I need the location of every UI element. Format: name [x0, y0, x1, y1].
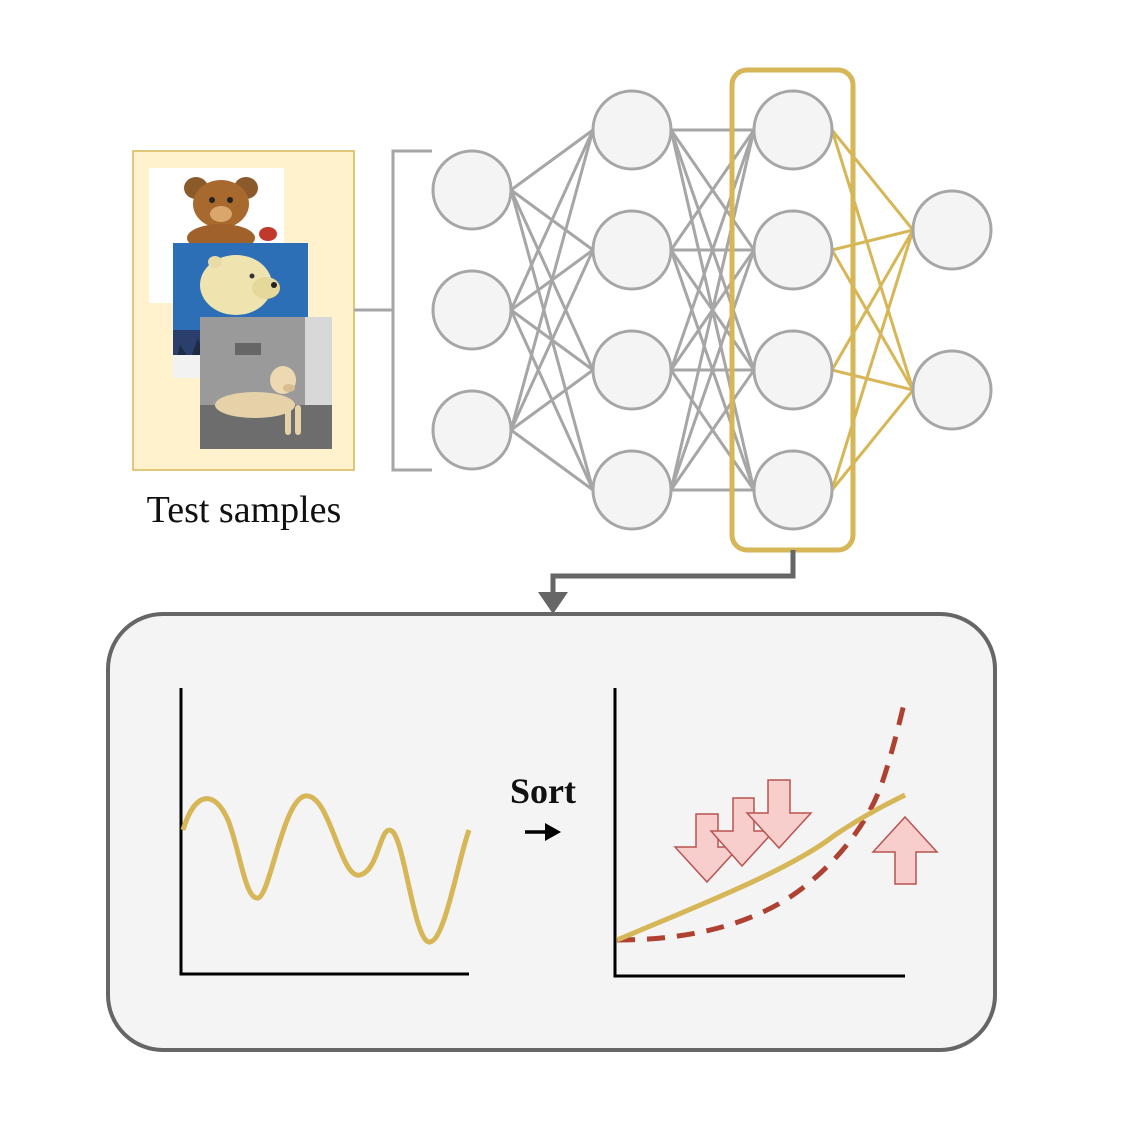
- network-edge: [669, 369, 756, 491]
- network-edge: [830, 229, 915, 491]
- network-node: [911, 189, 993, 271]
- network-edge: [831, 368, 914, 392]
- network-node: [431, 269, 513, 351]
- test-samples-label: Test samples: [147, 489, 342, 531]
- down-arrow-icon: [673, 813, 741, 884]
- network-edge: [830, 129, 915, 391]
- network-node: [591, 449, 673, 531]
- network-node: [911, 349, 993, 431]
- up-arrow-icon: [871, 815, 939, 885]
- network-node: [752, 89, 834, 171]
- network-edge: [509, 129, 595, 311]
- network-nodes: [431, 89, 993, 531]
- unsorted-activation-plot: [179, 688, 472, 976]
- sorted-plot-axes: [613, 688, 905, 978]
- input-bracket: [354, 149, 432, 472]
- network-edge: [510, 128, 594, 192]
- network-edges: [509, 128, 915, 492]
- network-edge: [830, 229, 915, 371]
- network-edge: [669, 129, 756, 371]
- sort-arrow-icon: [525, 823, 561, 841]
- network-node: [752, 329, 834, 411]
- network-edge: [669, 129, 756, 491]
- unsorted-plot-axes: [179, 688, 469, 976]
- network-edge: [669, 249, 756, 491]
- network-edge: [830, 249, 915, 391]
- network-node: [752, 209, 834, 291]
- down-arrow-icon: [745, 779, 813, 850]
- sorted-activation-curve: [616, 792, 907, 943]
- network-edge: [509, 129, 595, 431]
- exponential-dashed-curve: [616, 699, 908, 943]
- layer-to-analysis-arrow: [538, 550, 796, 614]
- network-node: [591, 209, 673, 291]
- sorted-activation-plot: [613, 688, 939, 978]
- network-edge: [509, 249, 595, 431]
- test-samples-panel: [132, 150, 355, 471]
- network-edge: [830, 129, 915, 231]
- network-node: [591, 89, 673, 171]
- network-edge: [510, 368, 594, 432]
- network-node: [752, 449, 834, 531]
- network-node: [431, 149, 513, 231]
- network-node: [591, 329, 673, 411]
- polar-bear-image: [173, 243, 308, 378]
- network-edge: [510, 428, 594, 492]
- down-arrow-icon: [709, 797, 776, 868]
- sort-label: Sort: [510, 771, 576, 811]
- network-edge: [831, 228, 914, 252]
- network-edge: [669, 129, 756, 251]
- network-edge: [830, 389, 915, 491]
- unsorted-activation-curve: [180, 793, 472, 945]
- labrador-dog-image: [200, 317, 332, 449]
- network-node: [431, 389, 513, 471]
